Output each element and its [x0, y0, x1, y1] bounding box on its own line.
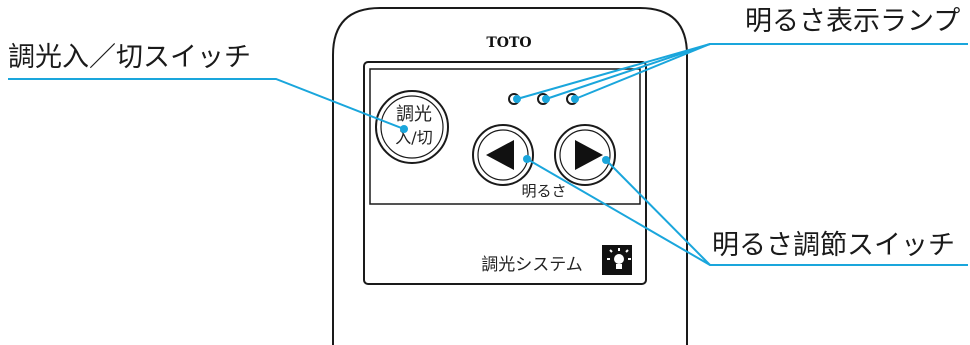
brightness-caption: 明るさ — [521, 182, 566, 200]
leader-lamp-3 — [574, 43, 711, 100]
brightness-down-button[interactable] — [472, 124, 534, 186]
leader-power — [8, 78, 405, 130]
power-button-label-top: 調光 — [396, 104, 432, 125]
leader-adjust-2 — [605, 159, 711, 266]
dimmer-power-button[interactable]: 調光 入/切 — [375, 90, 449, 164]
brand-logo: TOTO — [486, 35, 531, 51]
leader-lines — [8, 43, 968, 266]
system-label: 調光システム — [481, 255, 583, 275]
leader-dots — [400, 95, 610, 164]
callout-brightness-switch: 明るさ調節スイッチ — [712, 230, 955, 261]
callout-power-switch: 調光入／切スイッチ — [8, 42, 251, 73]
light-bulb-icon — [602, 245, 632, 275]
brightness-up-button[interactable] — [554, 124, 616, 186]
triangle-left-icon — [486, 140, 514, 170]
leader-lamp-2 — [545, 43, 711, 100]
triangle-right-icon — [575, 140, 603, 170]
callout-brightness-lamp: 明るさ表示ランプ — [745, 6, 961, 37]
